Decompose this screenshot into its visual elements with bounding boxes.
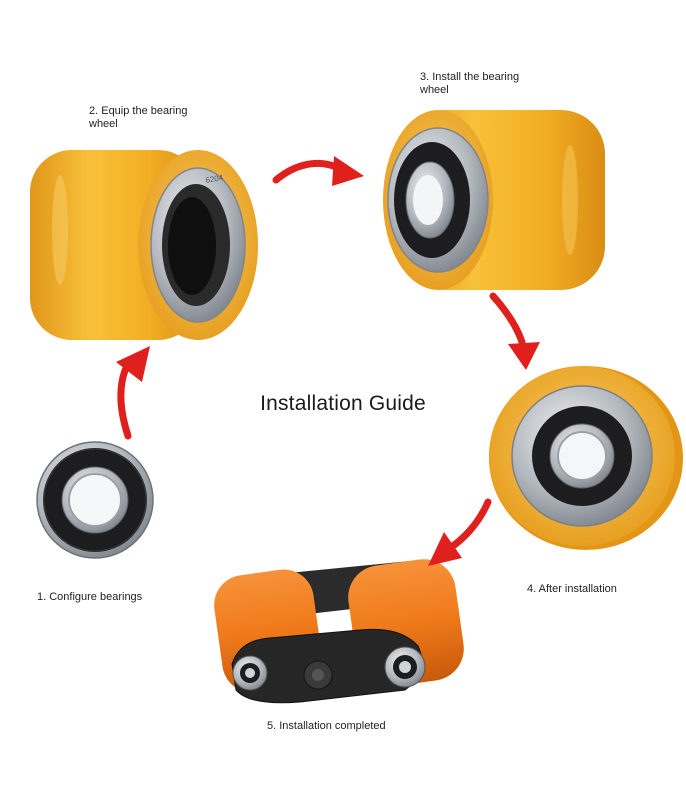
diagram-title: Installation Guide: [260, 392, 426, 415]
step-5-label: 5. Installation completed: [267, 720, 386, 732]
completed-assembly-image: [214, 559, 464, 704]
arrow-4-to-5: [428, 498, 492, 566]
step-2-label-line-2: wheel: [89, 118, 118, 130]
step-3-label-line-1: 3. Install the bearing: [420, 71, 520, 83]
step-2-label-line-1: 2. Equip the bearing: [89, 105, 188, 117]
wheel-without-bearing-image: 6204: [30, 150, 258, 340]
step-3-label: 3. Install the bearing wheel: [420, 71, 519, 97]
wheel-after-installation-image: [489, 366, 683, 550]
arrow-3-to-4: [489, 292, 540, 370]
step-1-label: 1. Configure bearings: [37, 591, 143, 603]
step-4-label: 4. After installation: [527, 583, 617, 595]
arrow-2-to-3: [272, 156, 364, 186]
step-2-label: 2. Equip the bearing wheel: [89, 105, 187, 131]
bearing-marking: 6204: [205, 173, 225, 185]
bearing-image: [36, 441, 154, 559]
step-3-label-line-2: wheel: [420, 84, 449, 96]
arrow-1-to-2: [116, 346, 150, 440]
wheel-installing-bearing-image: [383, 110, 605, 290]
